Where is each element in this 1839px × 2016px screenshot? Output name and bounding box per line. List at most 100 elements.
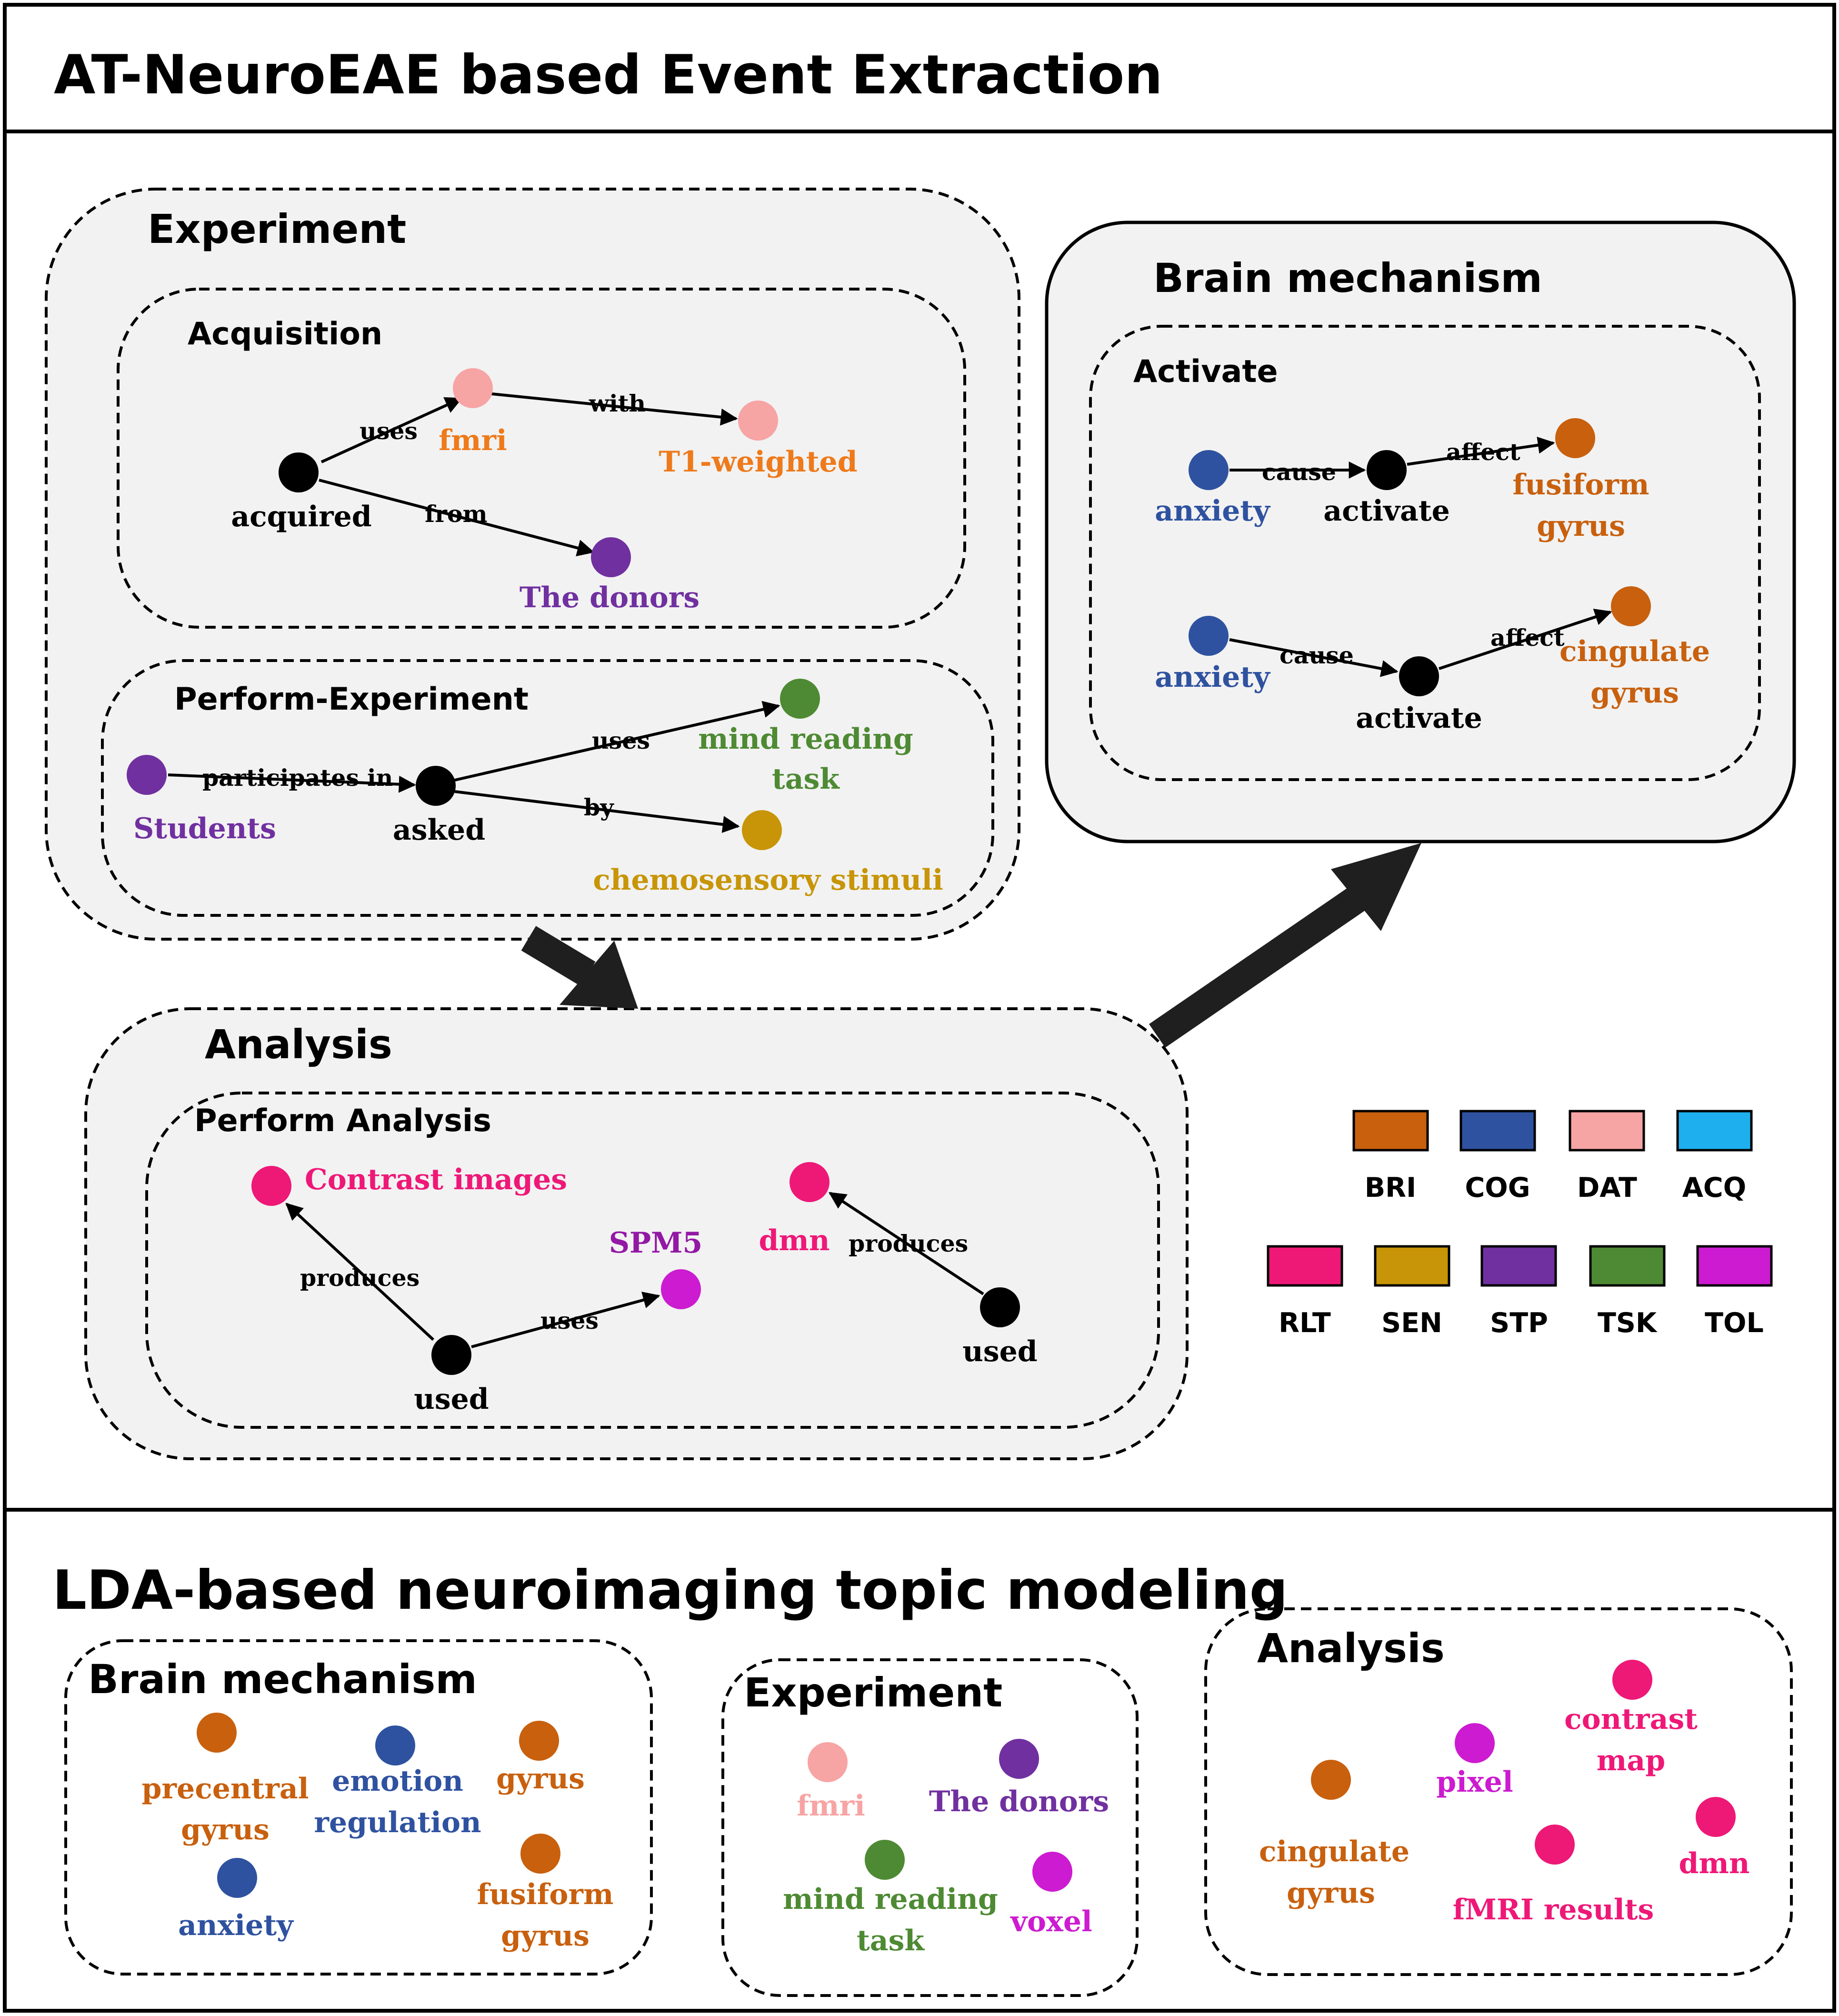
acquisition-event: Acquisition uses with from acquired fmri… xyxy=(117,288,966,629)
topic-node-emotion-regulation xyxy=(375,1725,415,1765)
topic-label-emotion: emotion xyxy=(332,1765,463,1798)
topic-node-gyrus xyxy=(519,1721,559,1761)
topic-label-gyrus: gyrus xyxy=(496,1762,585,1795)
legend-label-sen: SEN xyxy=(1381,1307,1442,1339)
edge-label-cause-1: cause xyxy=(1262,458,1336,486)
label-acquired: acquired xyxy=(231,500,372,533)
topic-node-voxel xyxy=(1032,1852,1072,1892)
edge-label-by: by xyxy=(584,793,614,821)
topic-label-cingulate: cingulate xyxy=(1259,1835,1409,1868)
node-used-1 xyxy=(431,1335,471,1375)
topic-label-voxel: voxel xyxy=(1009,1905,1092,1938)
topic-label-map: map xyxy=(1597,1744,1665,1777)
node-activate-1 xyxy=(1367,450,1407,490)
edge-label-uses: uses xyxy=(592,727,650,754)
legend-swatch-rlt xyxy=(1267,1245,1343,1287)
perform-analysis-title: Perform Analysis xyxy=(194,1103,491,1139)
topic-label-precentral-gyrus: gyrus xyxy=(181,1813,270,1846)
edge-label-from: from xyxy=(425,500,487,528)
topic-node-mind-reading-task xyxy=(865,1840,905,1880)
node-contrast-images xyxy=(251,1166,291,1206)
topic-label-fmri-results: fMRI results xyxy=(1453,1893,1654,1926)
label-activate-1: activate xyxy=(1323,494,1450,528)
legend-label-tol: TOL xyxy=(1705,1307,1764,1339)
label-anxiety-1: anxiety xyxy=(1155,494,1271,528)
edge-label-produces-1: produces xyxy=(300,1264,420,1292)
label-contrast-images: Contrast images xyxy=(305,1163,567,1196)
legend-swatch-dat xyxy=(1569,1110,1645,1152)
topic-label-dmn: dmn xyxy=(1679,1847,1749,1880)
topic-node-fmri xyxy=(808,1742,848,1782)
label-used-2: used xyxy=(962,1335,1038,1368)
topic-node-cingulate-gyrus xyxy=(1311,1760,1351,1800)
edge-label-with: with xyxy=(589,390,646,417)
topic-analysis: Analysis contrast map pixel cingulate gy… xyxy=(1204,1607,1793,1976)
topic-label-mind-reading: mind reading xyxy=(783,1883,998,1916)
label-t1-weighted: T1-weighted xyxy=(659,445,857,479)
acquisition-title: Acquisition xyxy=(188,316,382,352)
node-asked xyxy=(416,766,456,806)
legend-swatch-tsk xyxy=(1589,1245,1666,1287)
legend-swatch-acq xyxy=(1676,1110,1753,1152)
topic-label-pixel: pixel xyxy=(1436,1765,1513,1799)
legend: BRI COG DAT ACQ RLT SEN STP TSK TOL xyxy=(1267,1110,1773,1339)
label-asked: asked xyxy=(393,813,485,847)
node-cingulate-gyrus xyxy=(1611,586,1651,626)
node-fmri xyxy=(453,368,493,408)
edge-label-uses: uses xyxy=(360,417,418,445)
topic-label-cingulate-gyrus: gyrus xyxy=(1287,1876,1375,1910)
legend-swatch-tol xyxy=(1696,1245,1773,1287)
topic-label-anxiety: anxiety xyxy=(178,1909,294,1942)
perform-experiment-title: Perform-Experiment xyxy=(174,682,529,717)
node-dmn xyxy=(790,1162,830,1202)
experiment-group: Experiment Acquisition uses with from ac… xyxy=(45,188,1020,941)
legend-swatch-cog xyxy=(1459,1110,1536,1152)
topic-label-contrast: contrast xyxy=(1564,1703,1698,1736)
topic-node-contrast-map xyxy=(1612,1660,1652,1700)
label-cingulate: cingulate xyxy=(1559,635,1710,668)
topic-node-dmn xyxy=(1696,1797,1736,1837)
legend-label-tsk: TSK xyxy=(1598,1307,1658,1339)
activate-title: Activate xyxy=(1133,354,1278,390)
brain-mechanism-title: Brain mechanism xyxy=(1153,255,1542,301)
node-anxiety-1 xyxy=(1189,450,1229,490)
topic-node-fusiform-gyrus xyxy=(520,1834,560,1874)
label-used-1: used xyxy=(414,1383,489,1416)
perform-experiment-event: Perform-Experiment participates in uses … xyxy=(101,659,994,917)
topic-node-anxiety xyxy=(217,1858,257,1898)
topic-node-the-donors xyxy=(999,1739,1039,1779)
label-task: task xyxy=(772,762,840,796)
topic-node-fmri-results xyxy=(1535,1825,1575,1865)
topic-label-precentral: precentral xyxy=(141,1772,309,1805)
topic-brain-mechanism: Brain mechanism precentral gyrus emotion… xyxy=(64,1639,653,1976)
legend-swatch-sen xyxy=(1374,1245,1450,1287)
node-acquired xyxy=(279,452,319,492)
flow-arrow-experiment-to-analysis xyxy=(521,926,638,1009)
label-fmri: fmri xyxy=(439,424,507,457)
label-gyrus-1: gyrus xyxy=(1537,510,1625,543)
legend-label-stp: STP xyxy=(1490,1307,1548,1339)
node-used-2 xyxy=(980,1287,1020,1327)
topic-label-the-donors: The donors xyxy=(929,1785,1109,1818)
topic-brain-title: Brain mechanism xyxy=(88,1656,477,1703)
activate-event: Activate cause affect anxiety activate f… xyxy=(1089,325,1761,781)
label-the-donors: The donors xyxy=(520,581,700,614)
label-activate-2: activate xyxy=(1356,702,1482,735)
topic-experiment: Experiment fmri The donors mind reading … xyxy=(721,1658,1139,1997)
topic-node-precentral-gyrus xyxy=(197,1713,237,1753)
edge-label-affect-2: affect xyxy=(1490,624,1565,652)
analysis-title: Analysis xyxy=(205,1021,392,1068)
label-fusiform: fusiform xyxy=(1513,468,1649,501)
topic-label-fmri: fmri xyxy=(797,1789,865,1823)
legend-label-bri: BRI xyxy=(1365,1172,1417,1204)
bottom-panel-frame xyxy=(3,1508,1836,2013)
edge-label-cause-2: cause xyxy=(1279,642,1354,669)
edge-label-participates-in: participates in xyxy=(202,764,393,792)
legend-label-dat: DAT xyxy=(1577,1172,1637,1204)
topic-analysis-title: Analysis xyxy=(1257,1625,1445,1672)
label-mind-reading: mind reading xyxy=(698,722,913,756)
legend-label-cog: COG xyxy=(1465,1172,1530,1204)
brain-mechanism-group: Brain mechanism Activate cause affect an… xyxy=(1045,221,1796,843)
label-anxiety-2: anxiety xyxy=(1155,661,1271,694)
